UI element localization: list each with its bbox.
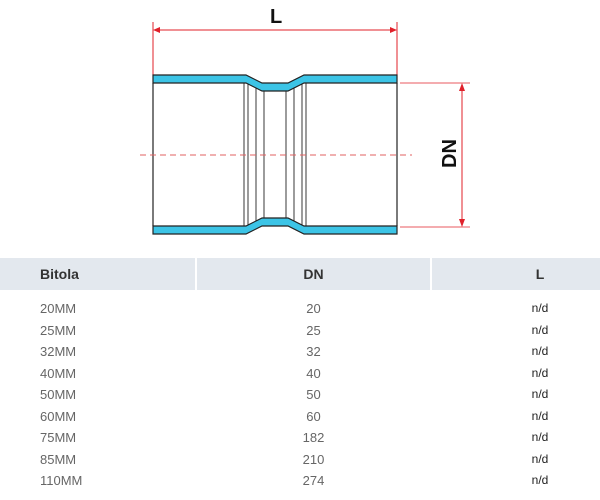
- length-dimension: [152, 22, 398, 76]
- header-dn: DN: [197, 258, 430, 290]
- cell-l: n/d: [531, 322, 549, 337]
- cell-dn: 182: [302, 430, 325, 445]
- cell-l: n/d: [531, 365, 549, 380]
- cell-l: n/d: [531, 387, 549, 401]
- table-row: 20MM 20 n/d: [0, 298, 600, 319]
- cell-bitola: 20MM: [40, 301, 77, 316]
- cell-dn: 25: [306, 322, 321, 338]
- cell-bitola: 40MM: [40, 365, 77, 381]
- header-bitola: Bitola: [0, 258, 195, 290]
- cell-dn: 20: [306, 301, 321, 316]
- cell-l: n/d: [531, 408, 549, 423]
- cell-bitola: 75MM: [40, 430, 77, 445]
- header-l: L: [432, 258, 600, 290]
- cell-l: n/d: [531, 301, 549, 315]
- cell-bitola: 32MM: [40, 344, 77, 359]
- cell-dn: 274: [302, 473, 325, 488]
- coupling-diagram: [140, 22, 470, 235]
- cell-l: n/d: [531, 430, 549, 444]
- cell-bitola: 50MM: [40, 387, 77, 402]
- cell-bitola: 25MM: [40, 322, 77, 338]
- cell-dn: 60: [306, 408, 321, 424]
- table-row: 60MM 60 n/d: [0, 406, 600, 427]
- length-label: L: [270, 6, 283, 28]
- cell-bitola: 85MM: [40, 451, 77, 467]
- table-row: 110MM 274 n/d: [0, 470, 600, 491]
- table-row: 40MM 40 n/d: [0, 363, 600, 384]
- cell-dn: 50: [306, 387, 321, 402]
- diameter-dimension: [400, 82, 470, 228]
- table-row: 85MM 210 n/d: [0, 449, 600, 470]
- table-row: 25MM 25 n/d: [0, 320, 600, 341]
- cell-bitola: 110MM: [40, 473, 83, 488]
- table-row: 75MM 182 n/d: [0, 427, 600, 448]
- cell-dn: 32: [306, 344, 321, 359]
- cell-l: n/d: [531, 344, 549, 358]
- cell-dn: 40: [306, 365, 321, 381]
- cell-dn: 210: [302, 451, 325, 467]
- cell-l: n/d: [531, 473, 549, 487]
- cell-l: n/d: [531, 451, 549, 466]
- cell-bitola: 60MM: [40, 408, 77, 424]
- table-header: Bitola DN L: [0, 258, 600, 290]
- table-row: 32MM 32 n/d: [0, 341, 600, 362]
- table-row: 50MM 50 n/d: [0, 384, 600, 405]
- diameter-label: DN: [438, 139, 461, 168]
